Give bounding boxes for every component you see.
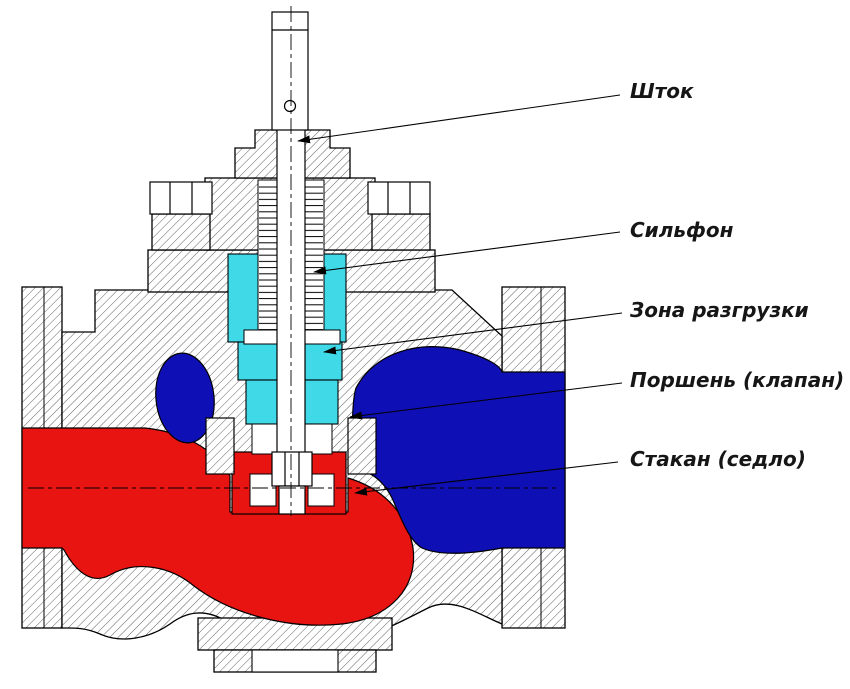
left-bolt-boss <box>151 213 211 251</box>
label-bellows: Сильфон <box>630 218 734 242</box>
label-stem: Шток <box>630 79 694 103</box>
labels: Шток Сильфон Зона разгрузки Поршень (кла… <box>629 79 844 471</box>
label-unloading-zone: Зона разгрузки <box>629 298 809 322</box>
leader-cup-seat <box>354 461 619 496</box>
bonnet-bolts <box>149 181 431 215</box>
leader-stem <box>297 94 621 144</box>
left-bolt-head <box>149 181 213 215</box>
leader-bellows <box>313 231 621 275</box>
stem-tip <box>278 485 306 515</box>
right-bolt-boss <box>371 213 431 251</box>
stem-nut <box>271 451 313 487</box>
left-guide-bushing <box>205 417 235 475</box>
leader-unloading-zone <box>323 312 623 355</box>
flange-face-lines <box>43 287 542 628</box>
right-bolt-head <box>367 181 431 215</box>
bottom-flange-recess <box>251 649 339 673</box>
leader-lines <box>297 94 623 496</box>
stem-clevis-hole <box>283 99 297 113</box>
label-piston-valve: Поршень (клапан) <box>630 368 844 392</box>
outlet-flow-blue-pocket <box>155 352 215 444</box>
centerlines <box>28 6 560 516</box>
outlet-flow-blue-region <box>351 346 566 554</box>
inlet-flow-red-region <box>21 427 415 626</box>
right-guide-bushing <box>347 417 377 475</box>
leader-piston <box>349 382 623 420</box>
label-cup-seat: Стакан (седло) <box>630 447 806 471</box>
